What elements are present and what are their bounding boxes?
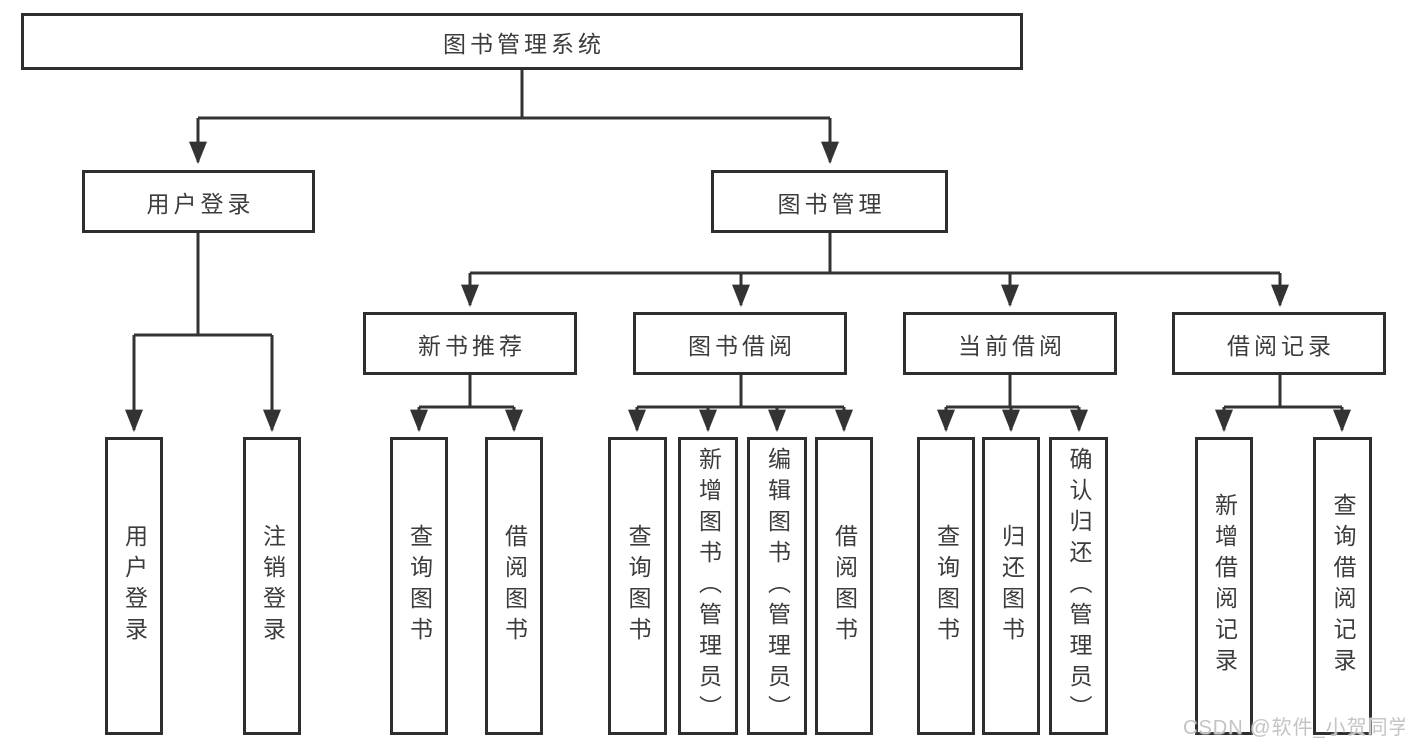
- node-borrowing-records-label: 借阅记录: [1227, 332, 1335, 359]
- leaf-user-login: 用户登录: [105, 437, 163, 735]
- leaf-borrow-books-recommend: 借阅图书: [485, 437, 543, 735]
- node-current-borrowing: 当前借阅: [903, 312, 1117, 375]
- leaf-query-books-recommend-label: 查询图书: [406, 524, 433, 648]
- csdn-watermark: CSDN @软件_小贺同学: [1183, 717, 1405, 739]
- leaf-confirm-return-admin: 确认归还（管理员）: [1049, 437, 1108, 735]
- node-new-book-recommend-label: 新书推荐: [418, 332, 526, 359]
- leaf-add-books-admin: 新增图书（管理员）: [678, 437, 738, 735]
- leaf-query-borrow-record-label: 查询借阅记录: [1330, 493, 1356, 679]
- leaf-user-login-label: 用户登录: [121, 524, 148, 648]
- node-new-book-recommend: 新书推荐: [363, 312, 577, 375]
- leaf-logout-label: 注销登录: [259, 524, 286, 648]
- leaf-query-books-borrowing: 查询图书: [608, 437, 667, 735]
- node-library-system: 图书管理系统: [21, 13, 1023, 70]
- leaf-query-books-recommend: 查询图书: [390, 437, 448, 735]
- node-book-borrowing: 图书借阅: [633, 312, 847, 375]
- leaf-borrow-books-label: 借阅图书: [831, 524, 858, 648]
- node-library-system-label: 图书管理系统: [443, 30, 605, 57]
- leaf-edit-books-admin-label: 编辑图书（管理员）: [764, 446, 791, 726]
- leaf-query-books-current: 查询图书: [917, 437, 975, 735]
- node-book-management: 图书管理: [711, 170, 948, 233]
- leaf-logout: 注销登录: [243, 437, 301, 735]
- leaf-query-books-borrowing-label: 查询图书: [625, 524, 651, 648]
- node-book-borrowing-label: 图书借阅: [688, 332, 796, 359]
- leaf-borrow-books: 借阅图书: [815, 437, 873, 735]
- node-current-borrowing-label: 当前借阅: [958, 332, 1066, 359]
- node-book-management-label: 图书管理: [777, 190, 886, 217]
- node-borrowing-records: 借阅记录: [1172, 312, 1386, 375]
- leaf-query-borrow-record: 查询借阅记录: [1313, 437, 1372, 735]
- leaf-add-books-admin-label: 新增图书（管理员）: [695, 446, 722, 726]
- node-user-login: 用户登录: [82, 170, 315, 233]
- leaf-return-books: 归还图书: [982, 437, 1040, 735]
- leaf-borrow-books-recommend-label: 借阅图书: [501, 524, 528, 648]
- leaf-add-borrow-record: 新增借阅记录: [1195, 437, 1253, 735]
- leaf-edit-books-admin: 编辑图书（管理员）: [747, 437, 807, 735]
- leaf-query-books-current-label: 查询图书: [933, 524, 960, 648]
- leaf-confirm-return-admin-label: 确认归还（管理员）: [1066, 446, 1092, 726]
- leaf-return-books-label: 归还图书: [998, 524, 1025, 648]
- leaf-add-borrow-record-label: 新增借阅记录: [1211, 493, 1238, 679]
- node-user-login-label: 用户登录: [146, 190, 255, 217]
